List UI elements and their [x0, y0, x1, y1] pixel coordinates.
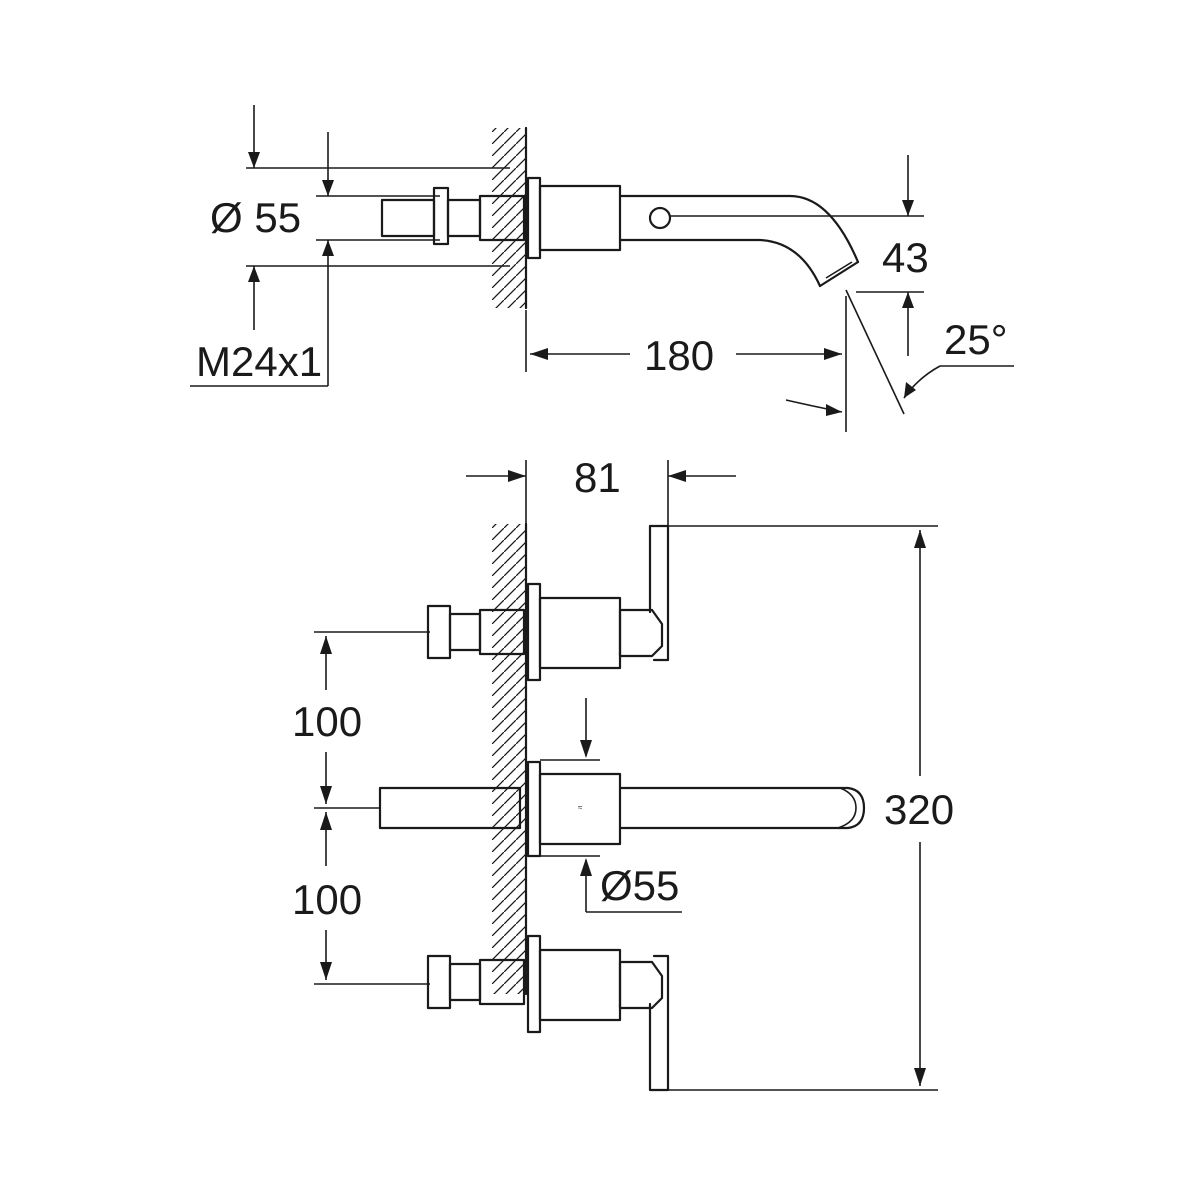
- angle-dimension: 25°: [785, 289, 1014, 416]
- spacing-dimension-lower: 100: [292, 812, 430, 985]
- handle-offset-label: 81: [574, 454, 621, 501]
- wall-rosette-top: [526, 176, 622, 260]
- plan-view: 81 ≈: [292, 454, 954, 1092]
- projection-label: 180: [644, 332, 714, 379]
- rosette-diameter-label: Ø55: [600, 862, 679, 909]
- side-view: Ø 55 M24x1 180: [190, 105, 1014, 432]
- upper-lever-handle: [648, 524, 670, 662]
- overall-width-dimension: 320: [668, 525, 954, 1091]
- spacing-lower-label: 100: [292, 876, 362, 923]
- thread-label: M24x1: [196, 338, 322, 385]
- wall-section-top: [492, 126, 528, 310]
- spout-side: [618, 194, 860, 288]
- thread-dimension: M24x1: [190, 132, 440, 387]
- height-label: 43: [882, 234, 929, 281]
- angle-label: 25°: [944, 316, 1008, 363]
- upper-valve: [426, 524, 670, 682]
- screw-circle: [648, 206, 672, 230]
- wall-section-bottom: [492, 522, 528, 996]
- rosette-diameter-dimension: Ø55: [540, 698, 682, 913]
- spout-plan: ≈: [378, 760, 866, 858]
- brand-mark: ≈: [578, 803, 583, 812]
- diameter-label: Ø 55: [210, 194, 301, 241]
- spacing-upper-label: 100: [292, 698, 362, 745]
- lower-valve: [426, 934, 670, 1092]
- lower-lever-handle: [648, 954, 670, 1092]
- spacing-dimension-upper: 100: [292, 631, 430, 809]
- handle-offset-dimension: 81: [466, 454, 736, 526]
- overall-width-label: 320: [884, 786, 954, 833]
- projection-dimension: 180: [525, 296, 847, 432]
- height-dimension: 43: [670, 155, 929, 356]
- diameter-dimension-top: Ø 55: [210, 105, 510, 330]
- inlet-connector: [380, 186, 526, 246]
